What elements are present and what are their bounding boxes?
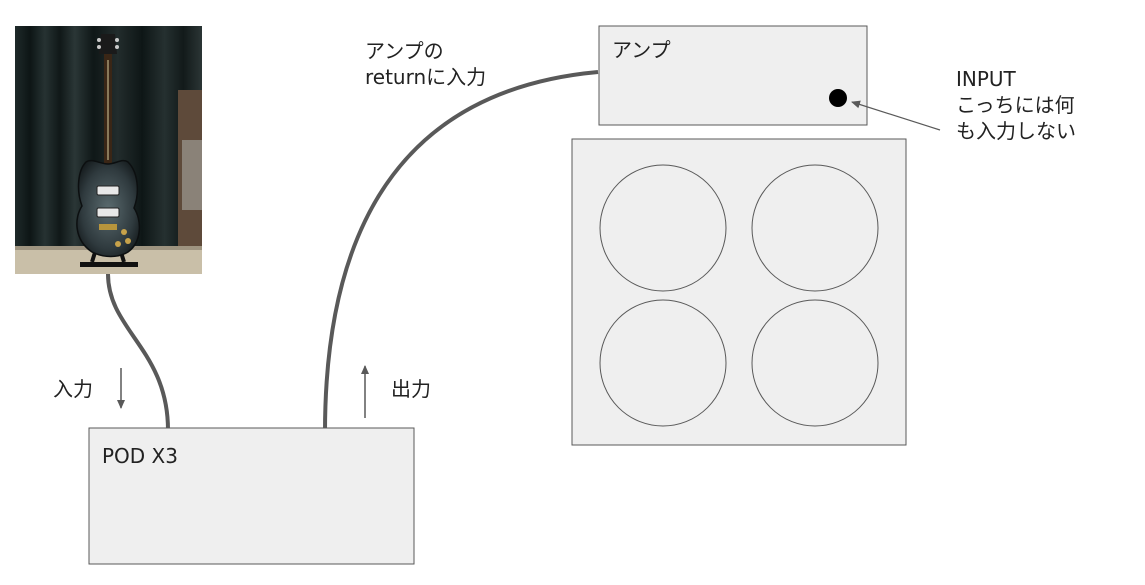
amp-return-note: アンプの returnに入力 [365, 38, 486, 90]
amp-return-note-line2: returnに入力 [365, 65, 487, 89]
amp-head-box [598, 25, 868, 126]
amp-input-jack [829, 89, 847, 107]
input-note-line3: も入力しない [956, 119, 1076, 143]
input-note-line1: INPUT [956, 67, 1016, 91]
guitar-photo [15, 26, 202, 274]
output-arrow-label: 出力 [391, 377, 431, 401]
input-note: INPUT こっちには何 も入力しない [956, 66, 1076, 144]
input-arrow-label: 入力 [53, 377, 93, 401]
pod-x3-label: POD X3 [102, 444, 178, 468]
amp-head-label: アンプ [612, 38, 671, 62]
input-pointer-arrow [851, 100, 941, 131]
pod-to-amp-cable [323, 70, 599, 433]
amp-return-note-line1: アンプの [365, 39, 444, 63]
input-note-line2: こっちには何 [956, 93, 1075, 117]
speaker-cone [599, 299, 727, 427]
pod-x3-box [88, 427, 415, 565]
speaker-cone [599, 164, 727, 292]
speaker-cone [751, 164, 879, 292]
guitar-to-pod-cable [106, 273, 170, 431]
speaker-cone [751, 299, 879, 427]
